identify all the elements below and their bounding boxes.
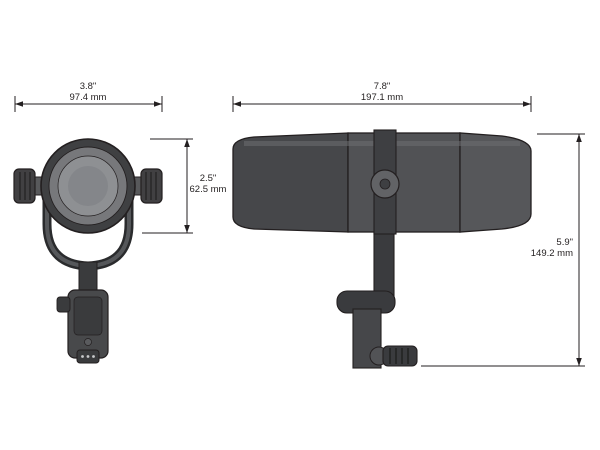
dim-front-width: 3.8" 97.4 mm — [14, 81, 163, 112]
front-clamp-thumbscrew — [56, 296, 71, 313]
xlr-pin — [81, 355, 84, 358]
front-swivel — [78, 261, 98, 293]
arrow-right — [154, 101, 162, 107]
dim-front-diameter: 2.5" 62.5 mm — [142, 138, 227, 234]
dim-front-width-inches: 3.8" — [80, 81, 97, 92]
dim-side-length-inches: 7.8" — [374, 81, 391, 92]
dimensions: 3.8" 97.4 mm 2.5" 62.5 mm 7.8" 197.1 mm — [14, 81, 585, 367]
front-windscreen-center — [68, 166, 108, 206]
side-body — [347, 132, 461, 233]
front-clamp-screw — [84, 338, 92, 346]
side-windscreen — [232, 132, 349, 233]
front-clamp-plate — [73, 296, 103, 336]
side-view — [232, 129, 532, 369]
arrow-up — [576, 134, 582, 142]
side-rear-cap — [459, 132, 532, 233]
dim-side-length: 7.8" 197.1 mm — [232, 81, 532, 112]
dim-side-height: 5.9" 149.2 mm — [421, 133, 585, 367]
dim-side-length-mm: 197.1 mm — [361, 92, 403, 103]
arrow-down — [576, 358, 582, 366]
dim-side-height-mm: 149.2 mm — [531, 248, 573, 259]
xlr-pin — [86, 355, 90, 358]
dim-front-diameter-inches: 2.5" — [200, 173, 217, 184]
side-clamp-knob — [382, 345, 418, 367]
arrow-right — [523, 101, 531, 107]
arrow-left — [233, 101, 241, 107]
arrow-up — [184, 139, 190, 147]
dim-front-width-mm: 97.4 mm — [70, 92, 107, 103]
side-yoke-arm — [373, 229, 395, 297]
front-view — [13, 138, 163, 364]
arrow-left — [15, 101, 23, 107]
side-pivot-screw — [379, 178, 391, 190]
xlr-pin — [92, 355, 95, 358]
dim-side-height-inches: 5.9" — [556, 237, 573, 248]
dim-front-diameter-mm: 62.5 mm — [190, 184, 227, 195]
arrow-down — [184, 225, 190, 233]
